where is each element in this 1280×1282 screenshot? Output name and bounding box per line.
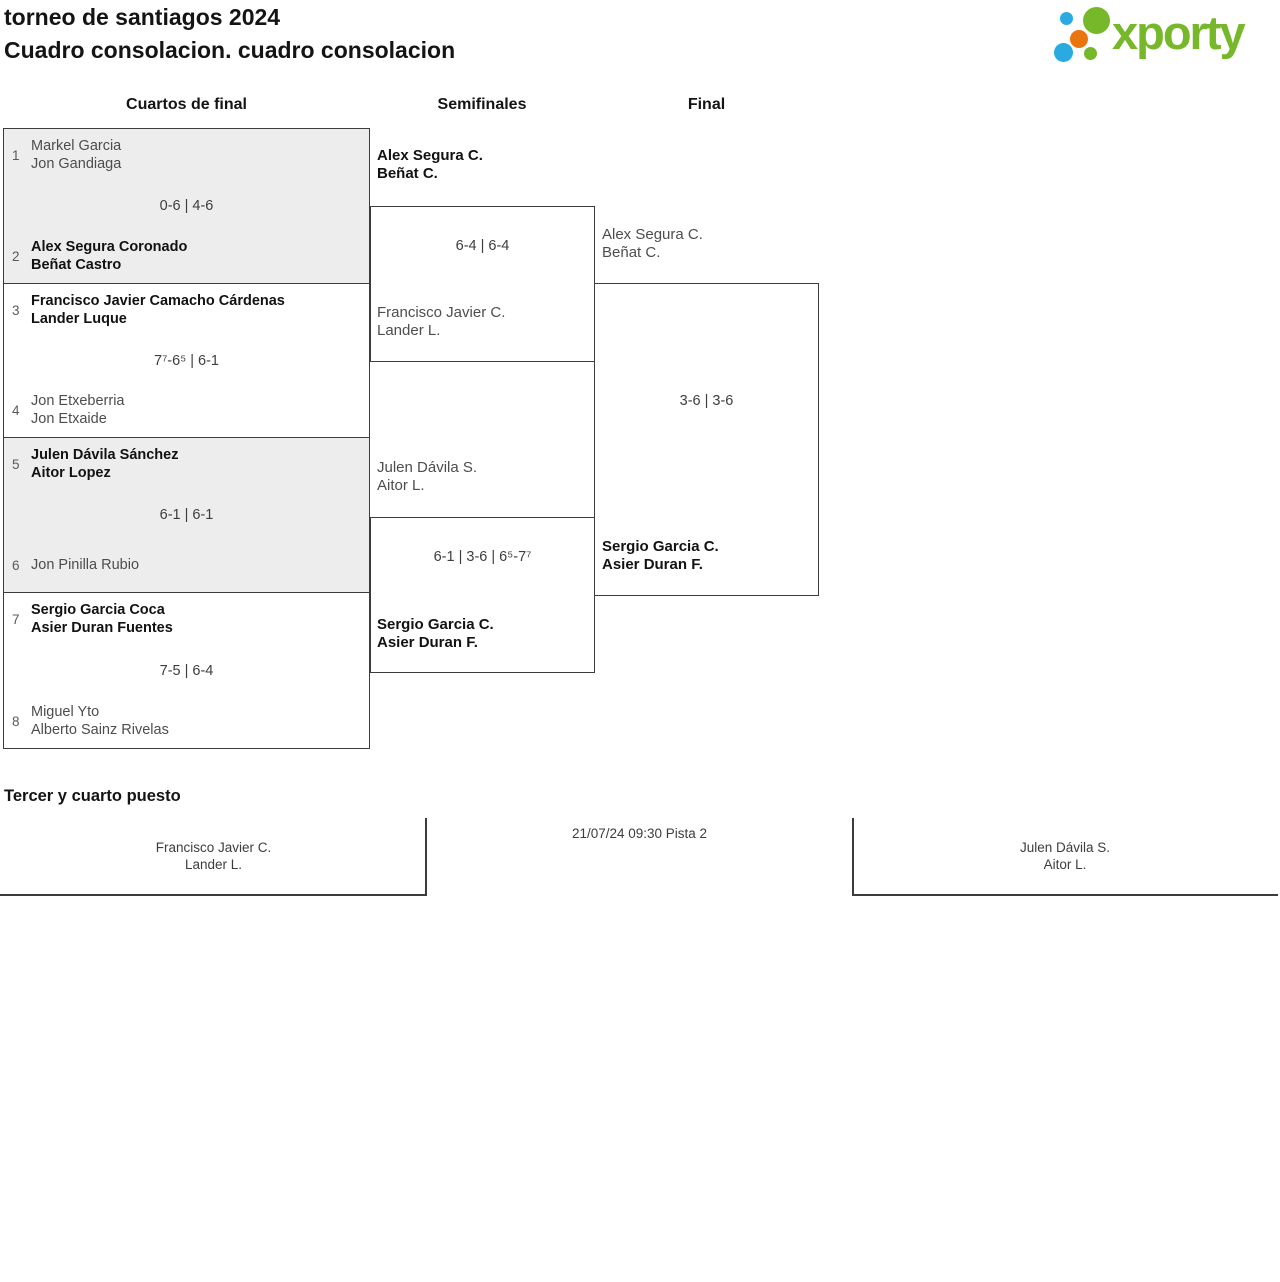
- page-header: torneo de santiagos 2024 Cuadro consolac…: [4, 1, 455, 67]
- team-name-line: Jon Etxaide: [31, 411, 107, 427]
- team-name-line: Aitor L.: [1043, 857, 1087, 872]
- team-name-line: Lander L.: [184, 857, 243, 872]
- team-name-line: Francisco Javier Camacho Cárdenas: [31, 293, 285, 309]
- team-names: Alex Segura Coronado Beñat Castro: [31, 238, 187, 274]
- team-name-line: Jon Etxeberria: [31, 393, 125, 409]
- team-names: Francisco Javier Camacho Cárdenas Lander…: [31, 292, 285, 328]
- logo-dot-blue-large-icon: [1054, 43, 1073, 62]
- team-name-line: Asier Duran Fuentes: [31, 620, 173, 636]
- team-name-line: Sergio Garcia C.: [377, 616, 494, 633]
- seed-number: 4: [12, 402, 20, 418]
- team-name-line: Alex Segura C.: [377, 147, 483, 164]
- team-name-line: Francisco Javier C.: [155, 840, 272, 855]
- team-name-line: Beñat C.: [377, 165, 438, 182]
- team-names: Julen Dávila Sánchez Aitor Lopez: [31, 446, 178, 482]
- match-score: 7⁷-6⁵ | 6-1: [154, 352, 219, 369]
- seed-number: 3: [12, 302, 20, 318]
- match-quarterfinal-3: 5 Julen Dávila Sánchez Aitor Lopez 6-1 |…: [3, 437, 370, 593]
- team-name-line: Julen Dávila S.: [377, 459, 478, 476]
- team-name-line: Lander Luque: [31, 311, 127, 327]
- team-name-line: Lander L.: [377, 322, 441, 339]
- semifinal-1-bottom-team: Francisco Javier C. Lander L.: [377, 304, 505, 340]
- third-place-left-team: Francisco Javier C. Lander L.: [0, 839, 427, 873]
- team-name-line: Aitor L.: [377, 477, 425, 494]
- team-entry: 8 Miguel Yto Alberto Sainz Rivelas: [12, 703, 361, 739]
- third-place-right-bracket-line: [852, 818, 1278, 896]
- team-name-line: Markel Garcia: [31, 138, 122, 154]
- team-name-line: Francisco Javier C.: [377, 304, 506, 321]
- tournament-title: torneo de santiagos 2024: [4, 4, 281, 30]
- team-name-line: Asier Duran F.: [602, 556, 703, 573]
- match-quarterfinal-1: 1 Markel Garcia Jon Gandiaga 0-6 | 4-6 2…: [3, 128, 370, 284]
- third-place-match-schedule: 21/07/24 09:30 Pista 2: [571, 826, 708, 841]
- logo-dot-green-small-icon: [1084, 47, 1097, 60]
- team-names: Miguel Yto Alberto Sainz Rivelas: [31, 703, 169, 739]
- team-names: Jon Etxeberria Jon Etxaide: [31, 392, 125, 428]
- match-final: 3-6 | 3-6: [594, 283, 819, 596]
- match-score: 7-5 | 6-4: [159, 662, 214, 679]
- logo-wordmark: xporty: [1112, 6, 1246, 59]
- column-header-final: Final: [687, 96, 726, 113]
- team-entry: 1 Markel Garcia Jon Gandiaga: [12, 137, 361, 173]
- seed-number: 8: [12, 713, 20, 729]
- third-place-left-bracket-line: [0, 818, 427, 896]
- column-header-semifinals: Semifinales: [437, 96, 527, 113]
- team-name-line: Alex Segura C.: [602, 226, 703, 243]
- team-name-line: Julen Dávila S.: [1019, 840, 1111, 855]
- team-entry: 6 Jon Pinilla Rubio: [12, 547, 361, 583]
- team-name-line: Beñat C.: [602, 244, 661, 261]
- match-score: 6-1 | 6-1: [159, 507, 214, 523]
- team-name-line: Alex Segura Coronado: [31, 239, 188, 255]
- match-quarterfinal-4: 7 Sergio Garcia Coca Asier Duran Fuentes…: [3, 592, 370, 749]
- final-top-team: Alex Segura C. Beñat C.: [602, 226, 703, 262]
- final-bottom-team: Sergio Garcia C. Asier Duran F.: [602, 538, 719, 574]
- team-name-line: Jon Pinilla Rubio: [31, 557, 140, 573]
- semifinal-2-bottom-team: Sergio Garcia C. Asier Duran F.: [377, 616, 494, 652]
- team-name-line: Sergio Garcia C.: [602, 538, 719, 555]
- logo-dot-green-large-icon: [1083, 7, 1110, 34]
- team-name-line: Miguel Yto: [31, 704, 100, 720]
- match-score: 6-1 | 3-6 | 6⁵-7⁷: [433, 549, 532, 565]
- match-quarterfinal-2: 3 Francisco Javier Camacho Cárdenas Land…: [3, 283, 370, 438]
- match-score: 3-6 | 3-6: [679, 393, 734, 409]
- team-name-line: Sergio Garcia Coca: [31, 602, 165, 618]
- team-name-line: Julen Dávila Sánchez: [31, 447, 179, 463]
- team-names: Markel Garcia Jon Gandiaga: [31, 137, 121, 173]
- seed-number: 1: [12, 147, 20, 163]
- team-name-line: Jon Gandiaga: [31, 156, 122, 172]
- match-score: 0-6 | 4-6: [159, 198, 214, 214]
- bracket-subtitle: Cuadro consolacion. cuadro consolacion: [4, 37, 456, 63]
- match-score: 6-4 | 6-4: [455, 238, 510, 254]
- team-entry: 5 Julen Dávila Sánchez Aitor Lopez: [12, 446, 361, 482]
- seed-number: 2: [12, 248, 20, 264]
- team-names: Jon Pinilla Rubio: [31, 556, 139, 574]
- column-header-quarterfinals: Cuartos de final: [126, 96, 247, 113]
- team-entry: 2 Alex Segura Coronado Beñat Castro: [12, 238, 361, 274]
- semifinal-2-top-team: Julen Dávila S. Aitor L.: [377, 459, 477, 495]
- seed-number: 7: [12, 611, 20, 627]
- team-entry: 4 Jon Etxeberria Jon Etxaide: [12, 392, 361, 428]
- team-name-line: Asier Duran F.: [377, 634, 478, 651]
- seed-number: 5: [12, 456, 20, 472]
- third-place-heading: Tercer y cuarto puesto: [4, 787, 181, 805]
- third-place-right-team: Julen Dávila S. Aitor L.: [852, 839, 1278, 873]
- seed-number: 6: [12, 557, 20, 573]
- team-name-line: Aitor Lopez: [31, 465, 111, 481]
- team-name-line: Beñat Castro: [31, 257, 122, 273]
- semifinal-1-top-team: Alex Segura C. Beñat C.: [377, 147, 483, 183]
- xporty-logo[interactable]: xporty: [1050, 2, 1276, 64]
- team-names: Sergio Garcia Coca Asier Duran Fuentes: [31, 601, 173, 637]
- logo-dot-orange-icon: [1070, 30, 1088, 48]
- logo-dot-blue-small-icon: [1060, 12, 1073, 25]
- team-entry: 3 Francisco Javier Camacho Cárdenas Land…: [12, 292, 361, 328]
- team-entry: 7 Sergio Garcia Coca Asier Duran Fuentes: [12, 601, 361, 637]
- team-name-line: Alberto Sainz Rivelas: [31, 722, 169, 738]
